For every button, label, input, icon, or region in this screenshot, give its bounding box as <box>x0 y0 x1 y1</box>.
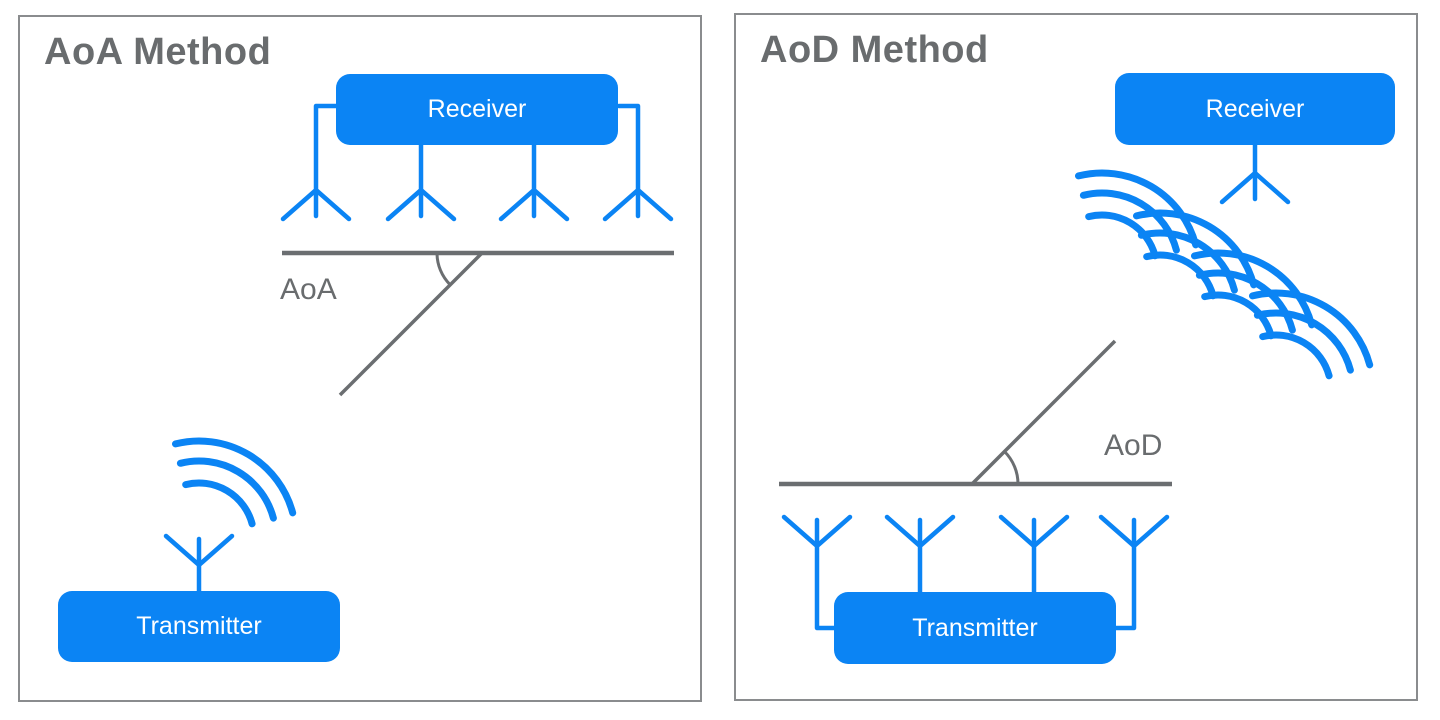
signal-direction-line <box>970 339 1117 486</box>
transmitter-box: Transmitter <box>58 591 340 662</box>
receiver-label: Receiver <box>427 95 527 123</box>
transmitter-antenna-array <box>781 514 1170 631</box>
panel-aoa-method: AoA Method Receiver Transmitter AoA <box>18 15 702 702</box>
antenna-icon <box>998 514 1070 595</box>
signal-direction-line <box>338 251 484 397</box>
antenna-icon <box>781 514 853 631</box>
radio-waves-icon <box>176 441 293 524</box>
panel-title: AoA Method <box>44 31 272 73</box>
aoa-diagram-canvas <box>163 103 674 594</box>
panel-aod-method: AoD Method Receiver Transmitter AoD <box>734 13 1418 701</box>
transmitter-label: Transmitter <box>136 612 262 640</box>
radio-waves-icon <box>1253 293 1370 376</box>
antenna-icon <box>498 142 570 222</box>
antenna-icon <box>280 103 352 222</box>
angle-label: AoD <box>1104 429 1163 462</box>
receiver-box: Receiver <box>336 74 618 145</box>
panel-title: AoD Method <box>760 29 989 71</box>
antenna-icon <box>602 103 674 222</box>
receiver-antenna-array <box>280 103 674 222</box>
transmitter-label: Transmitter <box>912 613 1038 642</box>
angle-arc <box>435 252 452 286</box>
angle-label: AoA <box>280 273 337 306</box>
antenna-icon <box>163 533 235 594</box>
antenna-icon <box>385 142 457 222</box>
antenna-icon <box>1098 514 1170 631</box>
transmitter-box: Transmitter <box>834 592 1116 664</box>
radio-wavefront-train <box>1079 173 1370 376</box>
receiver-box: Receiver <box>1115 73 1395 145</box>
aod-diagram-canvas <box>779 142 1420 631</box>
antenna-icon <box>1219 142 1291 205</box>
antenna-icon <box>884 514 956 595</box>
receiver-label: Receiver <box>1205 94 1305 123</box>
angle-arc <box>1003 450 1020 485</box>
